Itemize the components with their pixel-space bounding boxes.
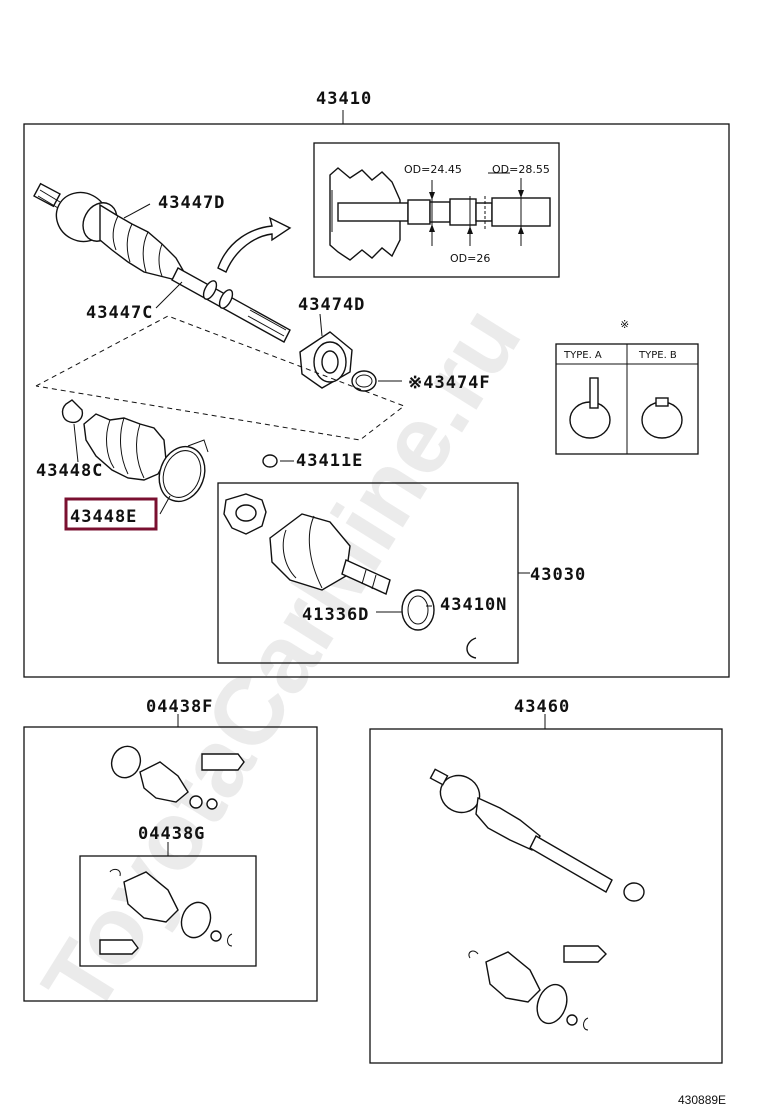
type-box-mark: ※ <box>620 318 629 331</box>
assembly-43410-group: 43410 <box>23 89 730 678</box>
label-43448E[interactable]: 43448E <box>70 507 137 527</box>
label-43474D[interactable]: 43474D <box>298 295 365 315</box>
od-24-45-label: OD=24.45 <box>404 163 462 176</box>
ring-43474F <box>351 370 377 392</box>
assembly-43460-group <box>369 714 723 1064</box>
od-28-55-label: OD=28.55 <box>492 163 550 176</box>
inner-joint-43030-group <box>217 482 530 664</box>
label-04438G[interactable]: 04438G <box>138 824 205 844</box>
label-43410[interactable]: 43410 <box>316 89 372 109</box>
label-43410N[interactable]: 43410N <box>440 595 507 615</box>
label-43411E[interactable]: 43411E <box>296 451 363 471</box>
circlip <box>466 637 477 659</box>
boot-kit-dashed-outline <box>35 315 406 441</box>
watermark-text: ToyotaCarMine.ru <box>22 288 541 1031</box>
detail-arrow <box>217 216 292 273</box>
label-43448C[interactable]: 43448C <box>36 461 103 481</box>
clamp-type-box: ※ TYPE. A TYPE. B <box>555 318 699 455</box>
type-b-label: TYPE. B <box>638 350 677 361</box>
diameter-detail-inset: OD=24.45 OD=28.55 OD=26 <box>313 142 560 278</box>
clamp-43448C <box>61 399 84 424</box>
label-41336D[interactable]: 41336D <box>302 605 369 625</box>
od-26-label: OD=26 <box>450 252 490 265</box>
clamp-band-43448E <box>158 445 206 503</box>
label-04438F[interactable]: 04438F <box>146 697 213 717</box>
kit-04438F-group <box>23 714 318 1002</box>
highlight-43448E <box>64 497 158 531</box>
figure-code: 430889E <box>678 1093 726 1107</box>
label-43447C[interactable]: 43447C <box>86 303 153 323</box>
label-43030[interactable]: 43030 <box>530 565 586 585</box>
assembly-43410-frame <box>23 123 730 678</box>
label-43447D[interactable]: 43447D <box>158 193 225 213</box>
seal-41336D <box>401 589 435 631</box>
label-43460[interactable]: 43460 <box>514 697 570 717</box>
type-a-label: TYPE. A <box>563 350 602 361</box>
drive-shaft-illustration <box>33 182 291 343</box>
snap-ring-43411E <box>262 454 278 468</box>
label-43474F[interactable]: ※43474F <box>408 373 491 393</box>
damper-43474D <box>299 331 353 389</box>
